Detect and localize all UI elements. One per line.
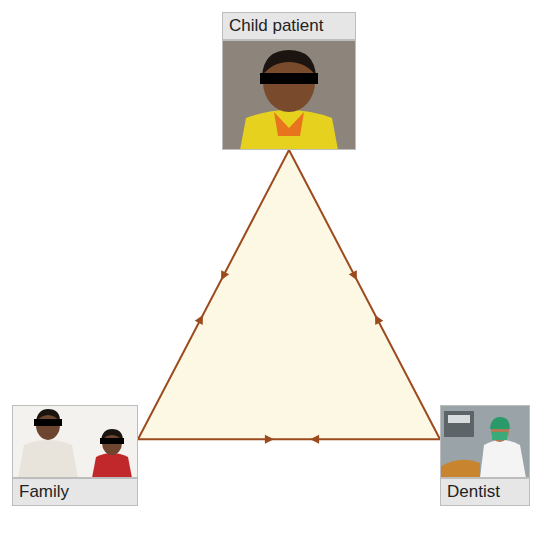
arrow-head xyxy=(310,435,319,444)
arrow-head xyxy=(349,270,357,280)
dentist-photo xyxy=(440,405,530,478)
man-shirt xyxy=(18,440,78,478)
relation-line xyxy=(289,150,440,439)
photo-ground xyxy=(222,40,356,150)
woman-dress xyxy=(92,453,132,478)
shirt xyxy=(240,110,338,150)
photo-frame xyxy=(222,40,356,150)
patient xyxy=(440,460,480,478)
arrow-head xyxy=(195,315,203,325)
mask xyxy=(492,432,507,440)
photo-frame xyxy=(12,405,138,478)
eye-bar xyxy=(260,73,318,84)
photo-ground xyxy=(440,405,530,478)
photo-ground xyxy=(12,405,138,478)
photo-frame xyxy=(440,405,530,478)
node-label: Dentist xyxy=(440,478,530,506)
family-photo xyxy=(12,405,138,478)
node-label: Family xyxy=(12,478,138,506)
arrow-head xyxy=(375,315,383,325)
equipment-light xyxy=(448,415,470,423)
arrow-head xyxy=(265,435,274,444)
collar xyxy=(274,112,304,136)
child-photo xyxy=(222,40,356,150)
arrow-head xyxy=(221,270,229,280)
relation-line xyxy=(138,438,440,440)
coat xyxy=(480,440,526,478)
equipment xyxy=(444,411,474,437)
photo-node: Child patient xyxy=(222,12,356,150)
photo-node: Family xyxy=(12,405,138,506)
triangle-ground xyxy=(139,151,439,439)
node-label: Child patient xyxy=(222,12,356,40)
photo-node: Dentist xyxy=(440,405,530,506)
man-eye-bar xyxy=(34,419,62,426)
hair xyxy=(262,50,316,76)
relation-line xyxy=(138,150,289,439)
cap xyxy=(490,417,510,429)
woman-eye-bar xyxy=(100,438,124,444)
